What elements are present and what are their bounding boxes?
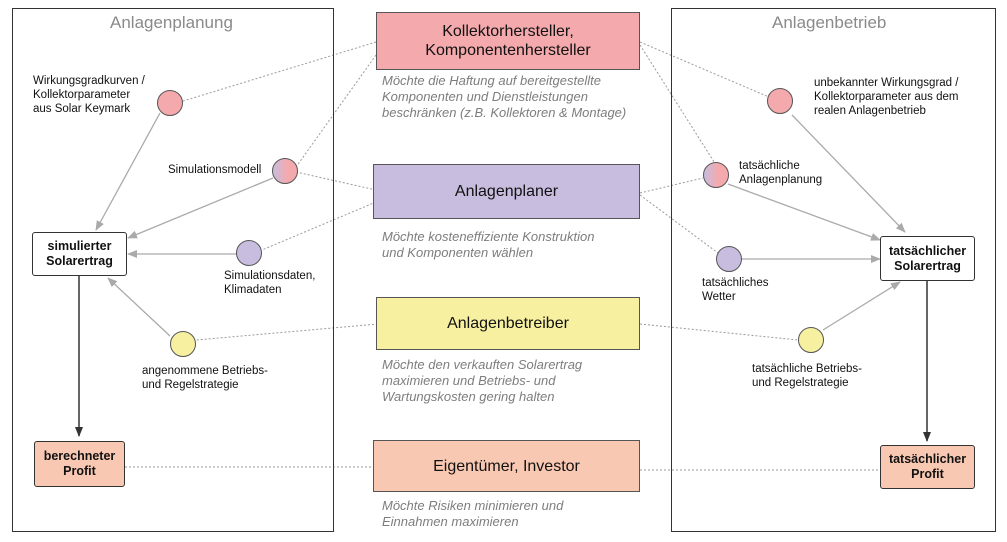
label-simulationsdaten: Simulationsdaten, Klimadaten — [224, 269, 315, 297]
label-wirkungsgrad-left: Wirkungsgradkurven / Kollektorparameter … — [33, 74, 145, 116]
desc-line: Einnahmen maximieren — [382, 514, 519, 529]
stakeholder-anlagenplaner: Anlagenplaner — [373, 164, 640, 219]
node-simulationsdaten — [236, 240, 262, 266]
node-simulationsmodell — [272, 158, 298, 184]
flow-arrow — [822, 281, 901, 331]
label-line: Klimadaten — [224, 284, 282, 296]
label-simulationsmodell: Simulationsmodell — [168, 163, 261, 177]
label-line: Kollektorparameter — [33, 89, 131, 101]
label-line: Simulationsmodell — [168, 164, 262, 176]
node-wirkungsgrad-left — [157, 90, 183, 116]
label-line: realen Anlagenbetrieb — [814, 105, 926, 117]
stakeholder-description: Möchte den verkauften Solarertrag maximi… — [382, 357, 582, 405]
label-line: Kollektorparameter aus dem — [814, 91, 959, 103]
node-betrieb-right — [798, 327, 824, 353]
flow-arrow — [727, 183, 881, 241]
box-line: simulierter — [47, 239, 112, 253]
label-betrieb-right: tatsächliche Betriebs- und Regelstrategi… — [752, 362, 862, 390]
stakeholder-description: Möchte Risiken minimieren und Einnahmen … — [382, 498, 563, 530]
stakeholder-description: Möchte die Haftung auf bereitgestellte K… — [382, 73, 626, 121]
box-line: Solarertrag — [894, 258, 961, 273]
desc-line: Komponenten und Dienstleistungen — [382, 89, 588, 104]
desc-line: Möchte kosteneffiziente Konstruktion — [382, 229, 595, 244]
label-wetter: tatsächliches Wetter — [702, 276, 768, 304]
box-tatsaechlicher-solarertrag: tatsächlicher Solarertrag — [880, 236, 975, 281]
label-line: Anlagenplanung — [739, 174, 823, 186]
box-line: Profit — [63, 464, 96, 478]
label-line: Wetter — [702, 291, 736, 303]
flow-arrow — [95, 112, 161, 231]
flow-arrow — [107, 277, 171, 337]
stakeholder-line: Anlagenbetreiber — [447, 315, 569, 332]
dotted-link — [195, 323, 379, 341]
box-line: tatsächlicher — [888, 452, 967, 466]
label-line: tatsächliche Betriebs- — [752, 363, 862, 375]
box-line: Profit — [911, 467, 944, 481]
label-line: angenommene Betriebs- — [142, 365, 268, 377]
flow-arrow — [127, 177, 274, 239]
dotted-link — [295, 54, 377, 168]
stakeholder-anlagenbetreiber: Anlagenbetreiber — [376, 297, 640, 350]
desc-line: Wartungskosten gering halten — [382, 389, 555, 404]
label-planung-right: tatsächliche Anlagenplanung — [739, 159, 822, 187]
box-simulierter-solarertrag: simulierter Solarertrag — [32, 232, 127, 276]
desc-line: maximieren und Betriebs- und — [382, 373, 556, 388]
stakeholder-eigentuemer: Eigentümer, Investor — [373, 440, 640, 492]
box-berechneter-profit: berechneter Profit — [34, 441, 125, 487]
stakeholder-line: Anlagenplaner — [454, 183, 559, 200]
label-line: Wirkungsgradkurven / — [33, 75, 145, 87]
desc-line: Möchte den verkauften Solarertrag — [382, 357, 583, 372]
label-line: unbekannter Wirkungsgrad / — [814, 77, 959, 89]
dotted-link — [295, 171, 377, 191]
desc-line: beschränken (z.B. Kollektoren & Montage) — [382, 105, 627, 120]
left-panel — [12, 8, 334, 532]
desc-line: und Komponenten wählen — [382, 245, 534, 260]
node-wetter — [716, 246, 742, 272]
stakeholder-line: Kollektorhersteller, — [442, 23, 574, 40]
stakeholder-description: Möchte kosteneffiziente Konstruktion und… — [382, 229, 594, 261]
flow-arrow — [791, 114, 906, 233]
label-line: tatsächliches — [702, 277, 769, 289]
right-panel-title: Anlagenbetrieb — [772, 13, 887, 32]
box-line: tatsächlicher — [888, 243, 967, 258]
desc-line: Möchte Risiken minimieren und — [382, 498, 564, 513]
label-wirkungsgrad-right: unbekannter Wirkungsgrad / Kollektorpara… — [814, 76, 958, 118]
label-line: und Regelstrategie — [142, 379, 239, 391]
node-wirkungsgrad-right — [767, 88, 793, 114]
label-line: tatsächliche — [739, 160, 800, 172]
label-betrieb-left: angenommene Betriebs- und Regelstrategie — [142, 364, 268, 392]
box-line: berechneter — [43, 449, 116, 463]
dotted-link — [639, 41, 770, 98]
box-tatsaechlicher-profit: tatsächlicher Profit — [880, 445, 975, 489]
box-line: Solarertrag — [46, 254, 113, 268]
dotted-link — [639, 194, 719, 254]
label-line: aus Solar Keymark — [33, 103, 131, 115]
right-panel — [671, 8, 996, 532]
dotted-link — [261, 201, 377, 251]
node-planung-right — [703, 162, 729, 188]
desc-line: Möchte die Haftung auf bereitgestellte — [382, 73, 601, 88]
node-betrieb-left — [170, 331, 196, 357]
label-line: Simulationsdaten, — [224, 270, 316, 282]
label-line: und Regelstrategie — [752, 377, 849, 389]
dotted-link — [639, 323, 799, 341]
stakeholder-line: Eigentümer, Investor — [433, 457, 580, 475]
stakeholder-line: Komponentenhersteller — [425, 42, 591, 59]
left-panel-title: Anlagenplanung — [110, 13, 233, 32]
stakeholder-kollektorhersteller: Kollektorhersteller, Komponentenherstell… — [376, 12, 640, 70]
